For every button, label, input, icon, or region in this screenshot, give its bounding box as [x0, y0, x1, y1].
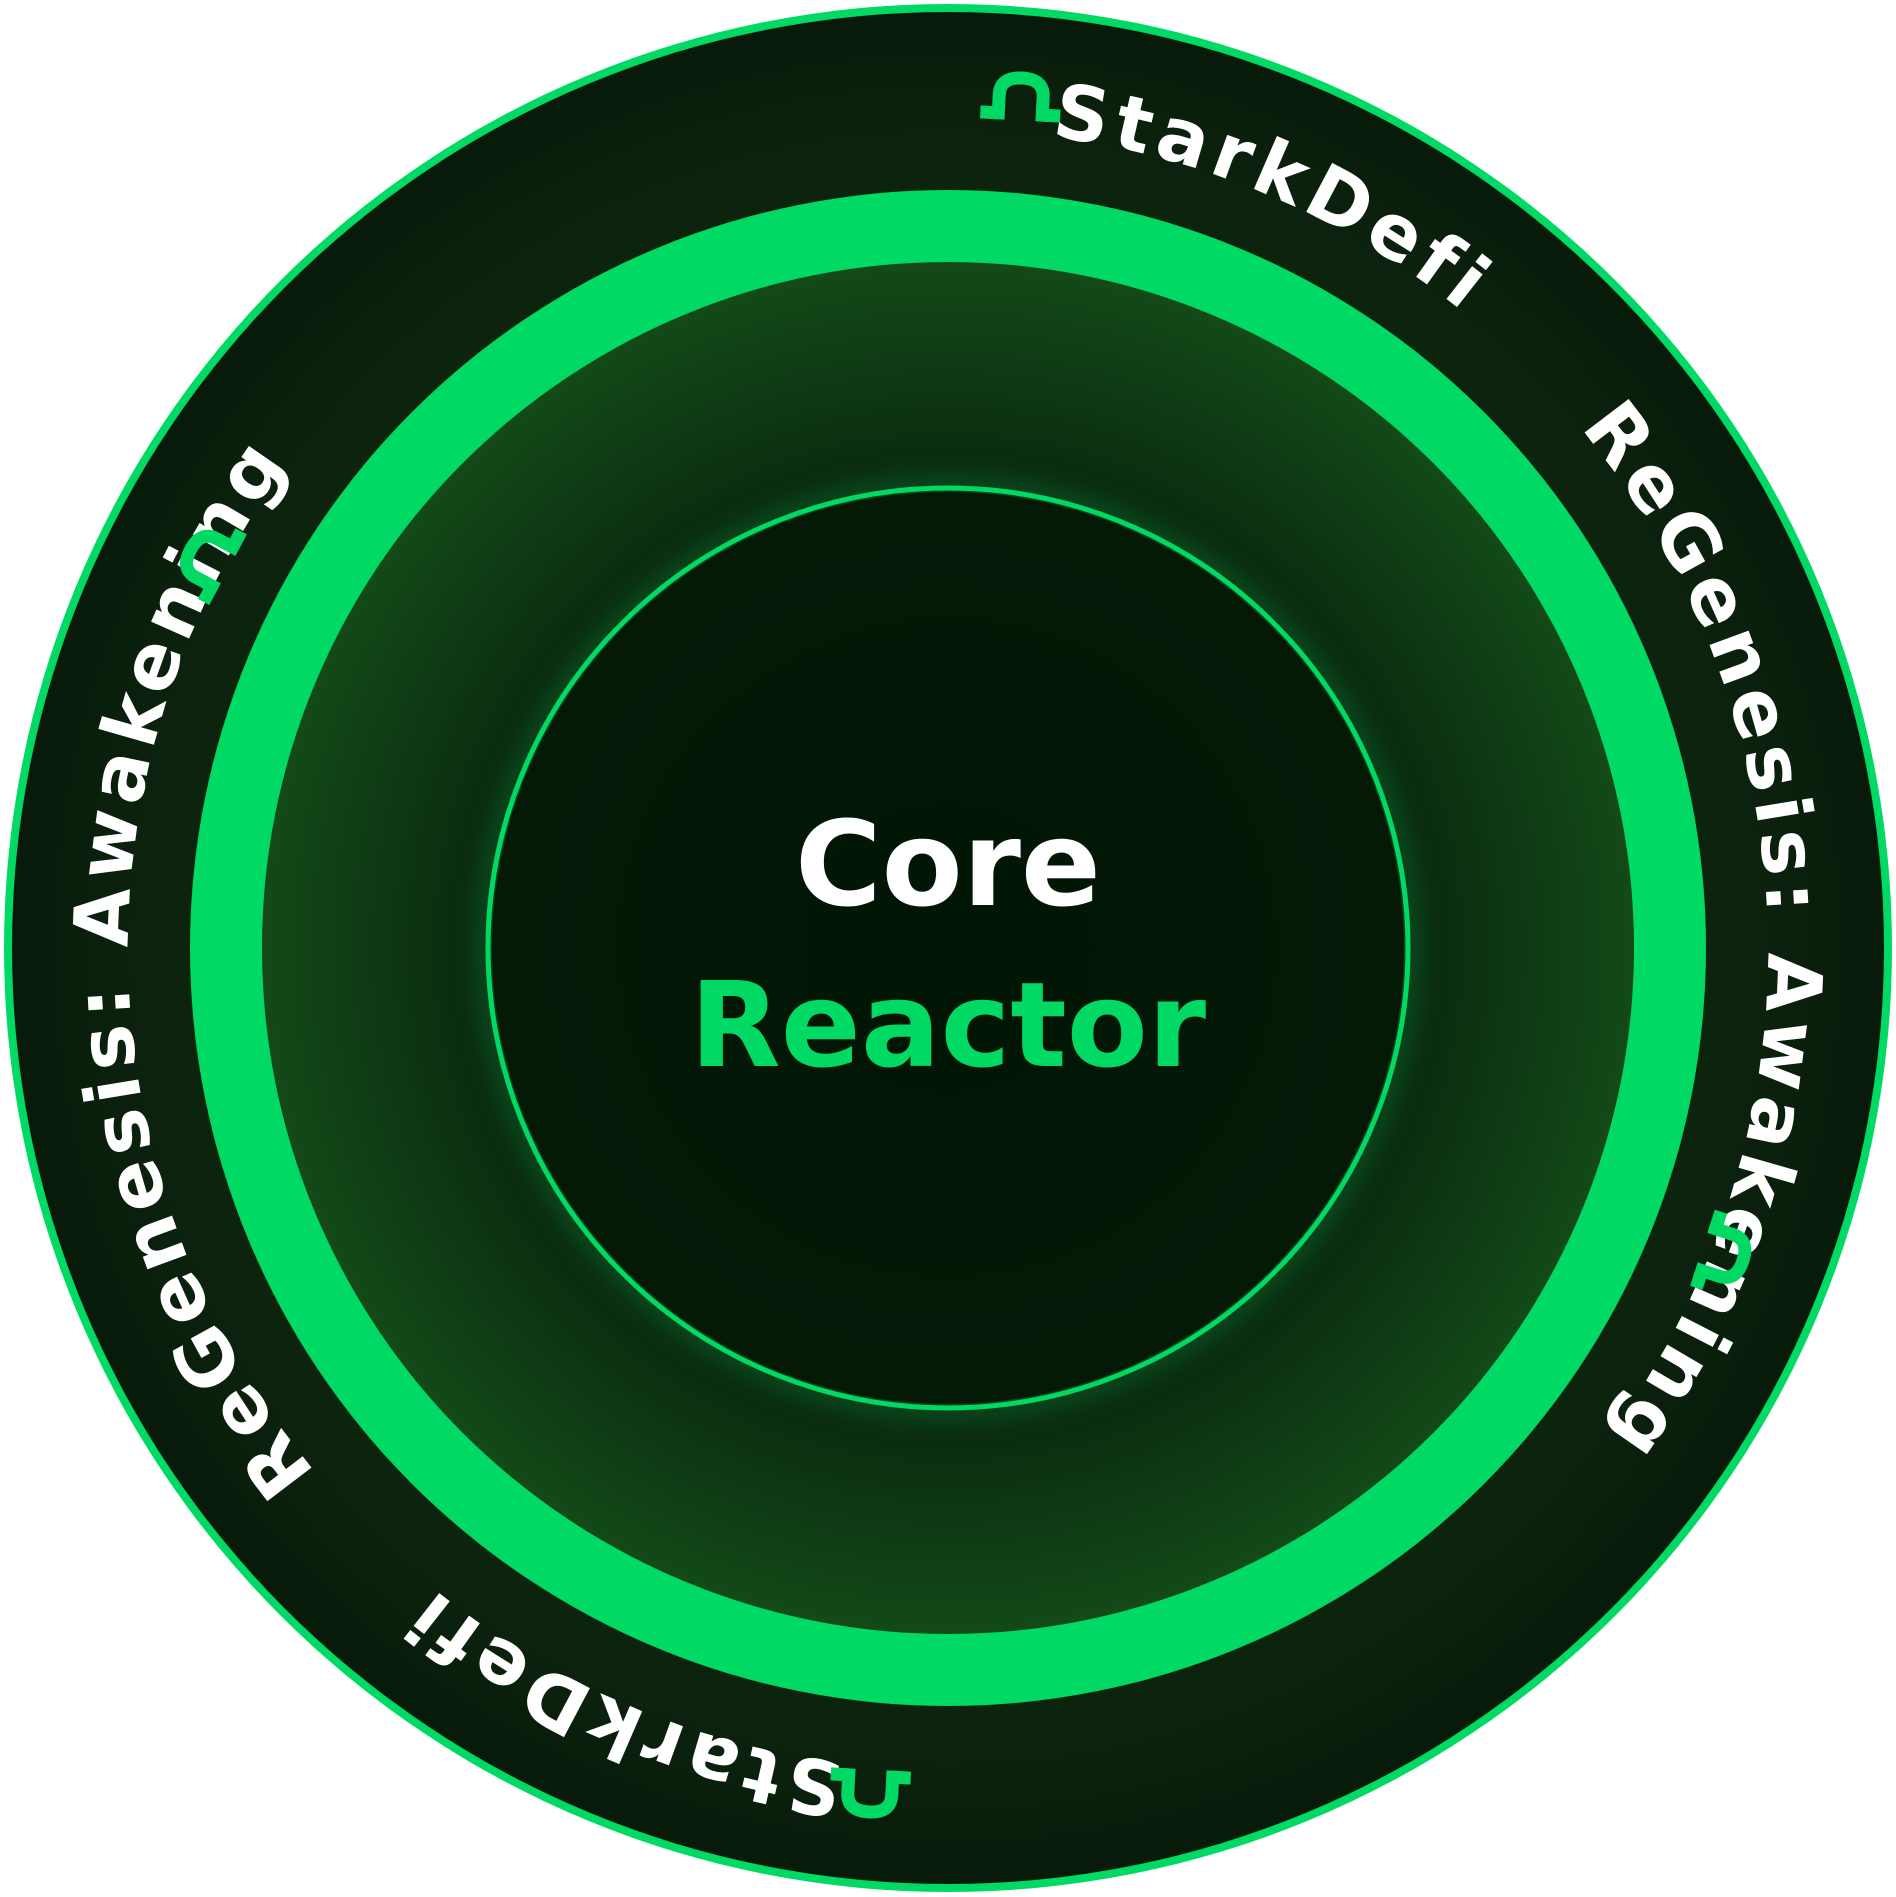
center-title: Core: [795, 795, 1101, 933]
core-glow-ring: [485, 485, 1411, 1411]
center-subtitle: Reactor: [690, 956, 1206, 1094]
core-circle: [492, 492, 1404, 1404]
